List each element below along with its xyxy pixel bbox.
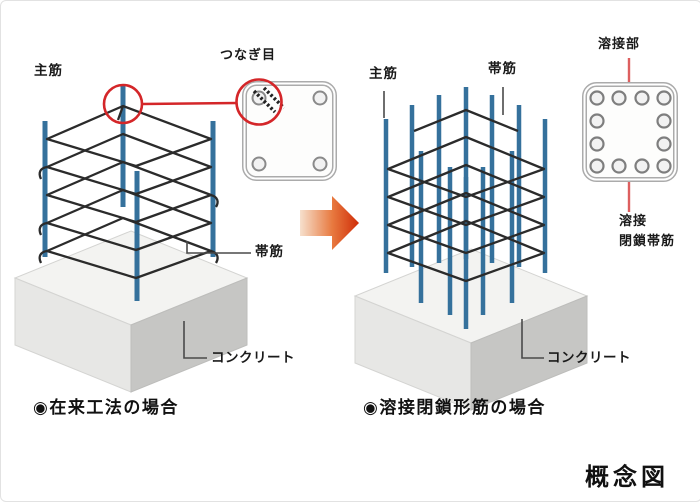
- hoop: [45, 188, 213, 252]
- leader-lines: [183, 87, 544, 359]
- hoop-hook: [210, 193, 219, 208]
- hoop: [386, 163, 546, 227]
- hoop-hook: [38, 249, 48, 264]
- welded-closed-hoop-label-line2: 閉鎖帯筋: [619, 233, 676, 249]
- joint-connector-line: [141, 101, 238, 106]
- hoop: [45, 104, 213, 168]
- left-concrete-leader: [183, 321, 207, 359]
- hoop: [386, 191, 546, 255]
- left-concrete-block: [13, 230, 249, 393]
- left-hoop-leader: [186, 241, 251, 254]
- hoop: [413, 108, 519, 133]
- hoop: [386, 135, 546, 199]
- rebar-section: [589, 90, 605, 106]
- left-hoops: [38, 104, 219, 280]
- rebar-section: [634, 90, 650, 106]
- right-main-rebar-label: 主筋: [369, 66, 398, 82]
- rebar-section: [589, 113, 605, 129]
- hook-end: [252, 89, 277, 114]
- hoop: [45, 132, 213, 196]
- rebar-section: [634, 158, 650, 174]
- welded-closed-hoop-label: 溶接 閉鎖帯筋: [619, 212, 675, 251]
- weld-point-label: 溶接部: [598, 37, 641, 52]
- rebar-section: [589, 136, 605, 152]
- rebar-section: [589, 158, 605, 174]
- page-title: 概念図: [585, 462, 669, 491]
- rebar-section: [312, 156, 328, 172]
- joint-cross-section: [235, 78, 337, 181]
- right-concrete-block: [353, 248, 589, 411]
- right-caption: ◉溶接閉鎖形筋の場合: [363, 398, 546, 418]
- welded-closed-hoop-label-line1: 溶接: [619, 214, 648, 229]
- hoop-hook: [38, 221, 48, 236]
- rebar-section: [656, 136, 672, 152]
- right-hoop-label: 帯筋: [488, 61, 517, 77]
- transition-arrow: [300, 196, 359, 250]
- left-caption: ◉在来工法の場合: [33, 398, 179, 418]
- right-concrete-leader: [521, 319, 544, 359]
- joint-label: つなぎ目: [220, 48, 277, 63]
- rebar-section: [251, 90, 267, 106]
- rebar-section: [656, 113, 672, 129]
- welded-cross-section: [582, 58, 678, 212]
- rebar-section: [656, 158, 672, 174]
- right-hoops: [386, 108, 546, 283]
- hoop-hook: [38, 165, 48, 180]
- rebar-section: [611, 158, 627, 174]
- rebar-section: [656, 90, 672, 106]
- left-main-rebar-label: 主筋: [34, 63, 63, 79]
- rebar-section: [611, 90, 627, 106]
- rebar-section: [251, 156, 267, 172]
- rebar-section: [312, 90, 328, 106]
- hoop: [386, 219, 546, 283]
- hoop-hook: [210, 249, 219, 264]
- hoop-joint: [116, 105, 125, 121]
- right-concrete-label: コンクリート: [547, 350, 631, 366]
- joint-highlight-circle: [235, 78, 283, 126]
- left-concrete-label: コンクリート: [211, 350, 295, 366]
- left-hoop-label: 帯筋: [255, 244, 284, 260]
